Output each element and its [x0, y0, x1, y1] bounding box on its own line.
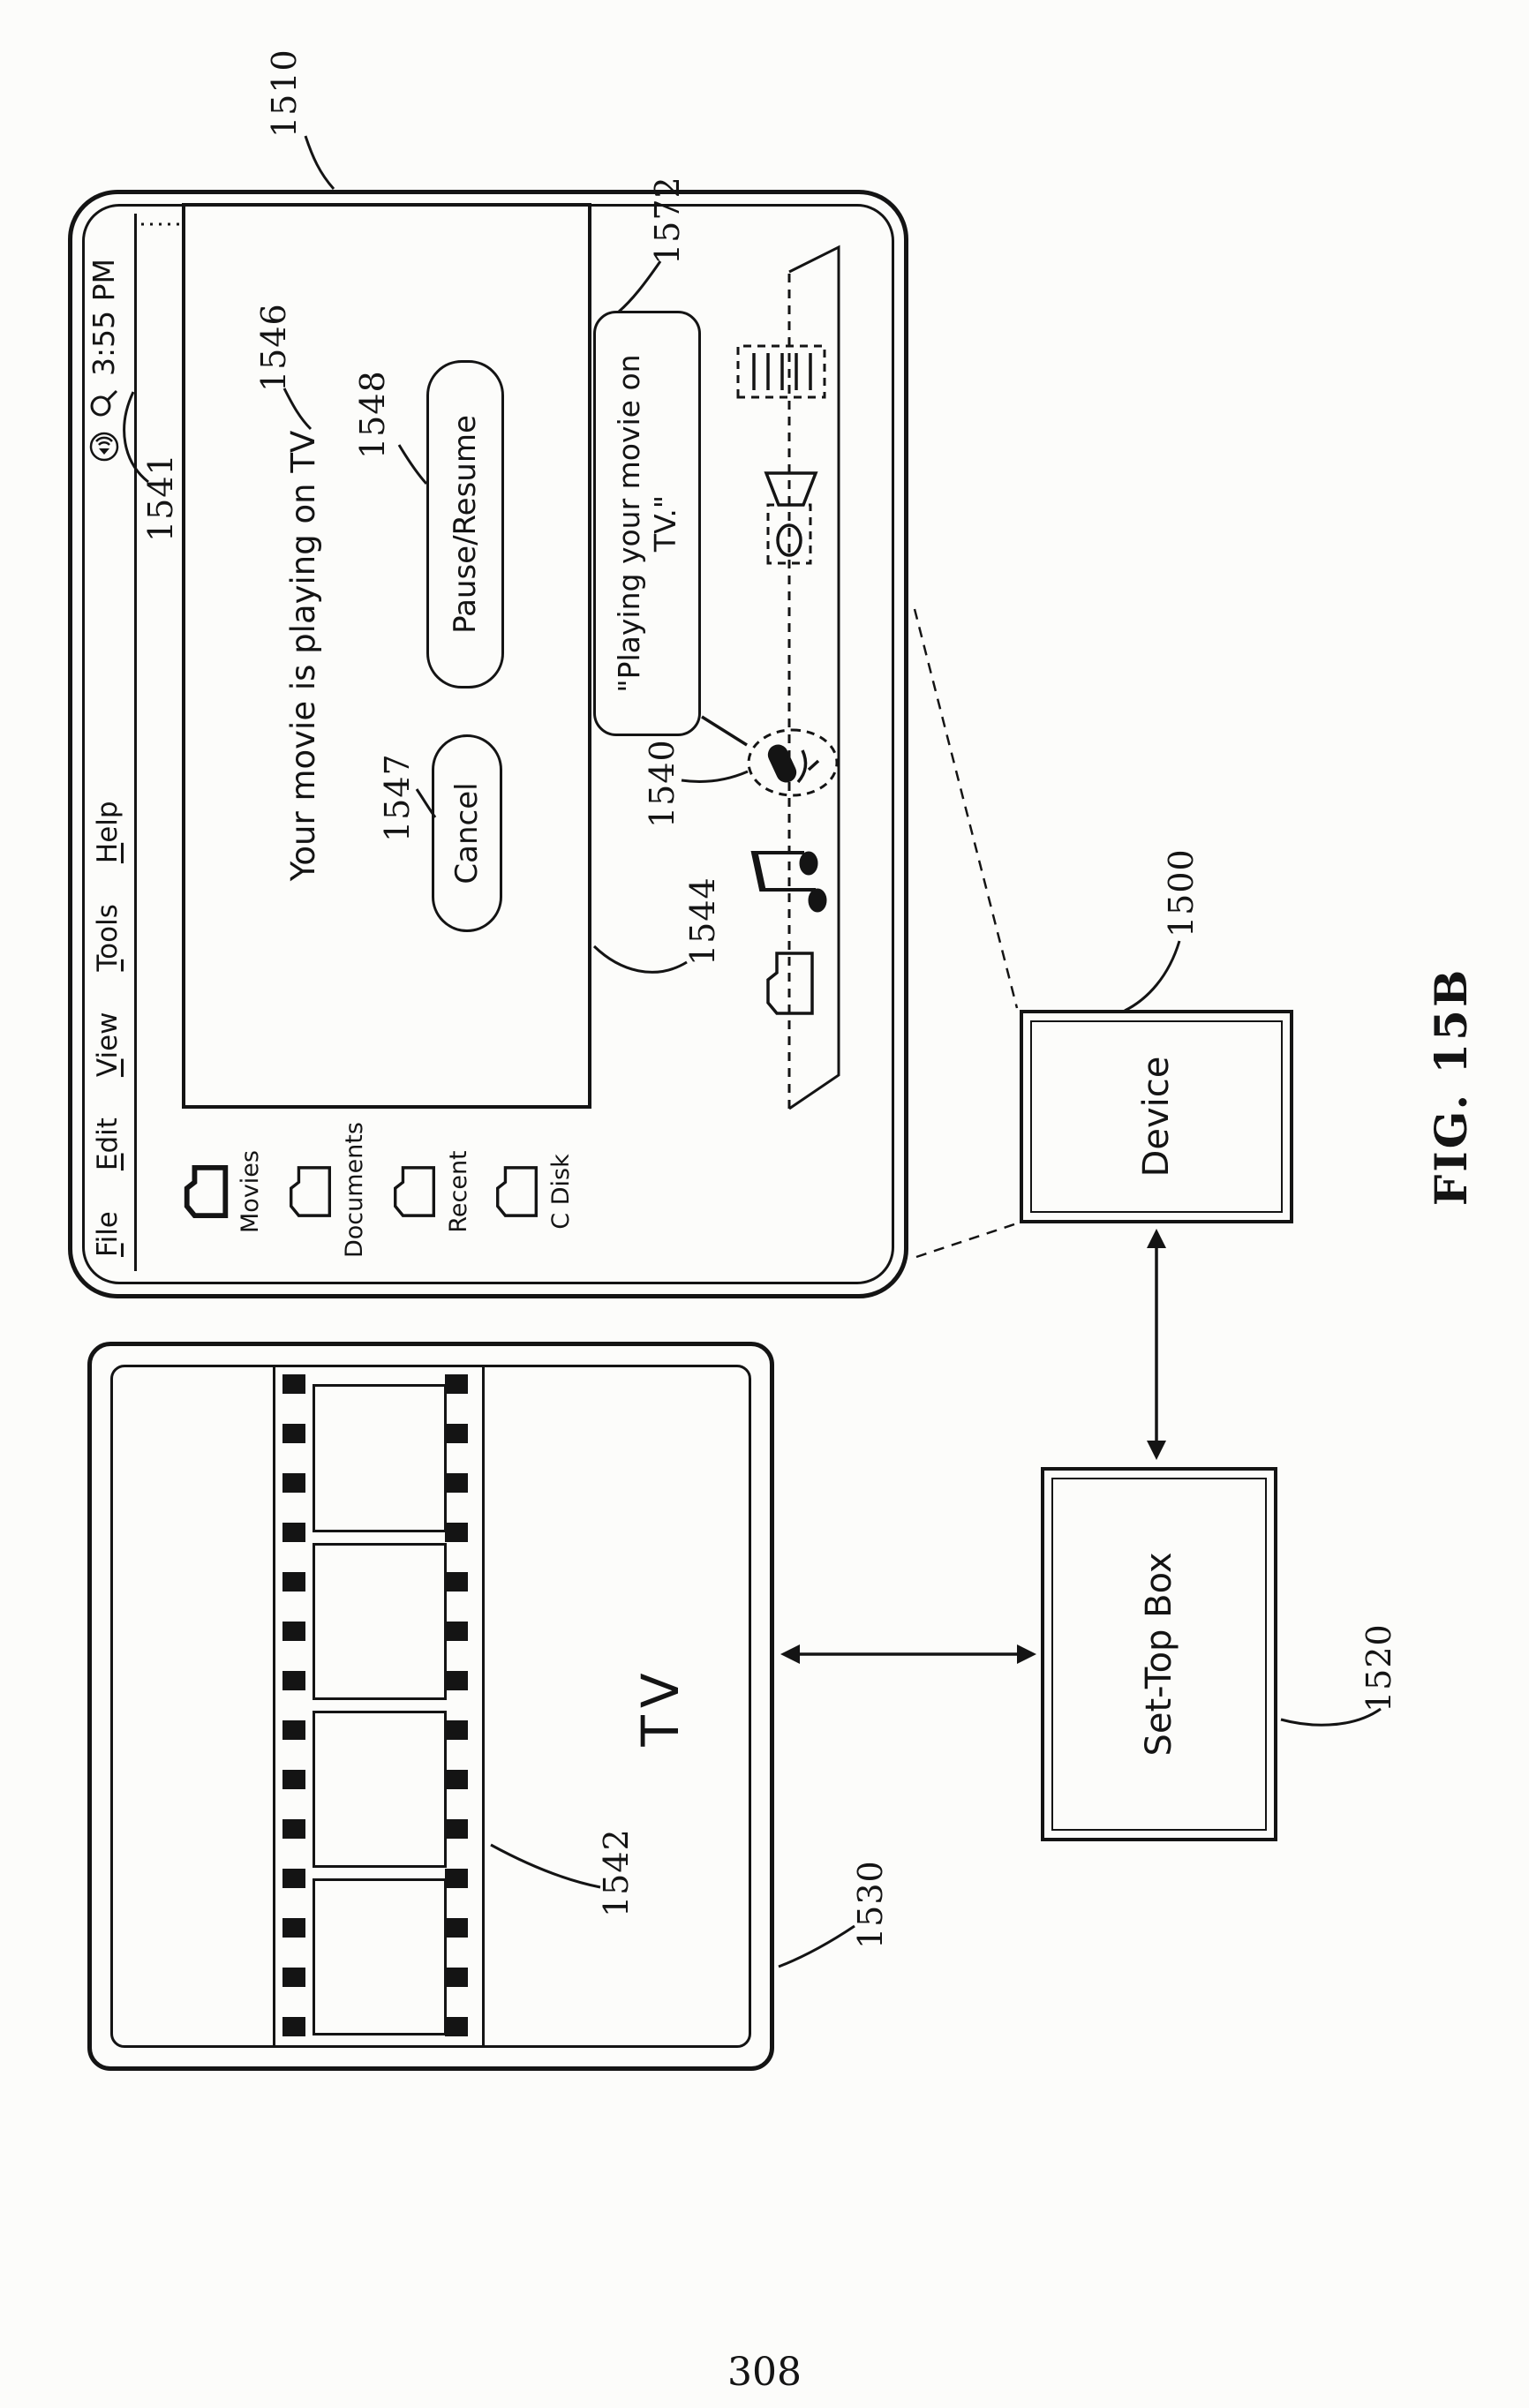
speech-bubble-tail	[701, 715, 748, 747]
menu-item-help: Help	[92, 801, 124, 864]
film-frame	[313, 1711, 447, 1868]
ref-1544-dialog: 1544	[683, 877, 722, 966]
music-notes-icon	[750, 851, 827, 913]
search-icon	[90, 389, 117, 417]
leader-1530	[778, 1924, 855, 1968]
projection-line-right	[913, 608, 1019, 1009]
arrow-stb-device	[1147, 1229, 1166, 1460]
ref-1500-device: 1500	[1162, 848, 1201, 937]
folder-icon	[184, 1164, 229, 1219]
menu-item-tools: Tools	[92, 904, 124, 972]
ref-1542-filmstrip: 1542	[597, 1828, 636, 1917]
page-number: 308	[727, 2350, 802, 2395]
sidebar-item-c-disk: C Disk	[494, 1125, 575, 1258]
speaker-icon	[89, 432, 118, 462]
menu-item-edit: Edit	[92, 1117, 124, 1171]
video-camera-icon	[764, 471, 818, 565]
speech-bubble: "Playing your movie on TV."	[593, 311, 701, 736]
figure-linework	[123, 135, 1382, 1968]
folder-icon	[290, 1166, 332, 1217]
set-top-box: Set-Top Box	[1041, 1467, 1277, 1841]
ref-1547-cancel-button: 1547	[378, 753, 417, 842]
leader-1544	[592, 944, 688, 974]
cancel-button: Cancel	[432, 734, 502, 932]
leader-1572	[618, 260, 662, 313]
menu-item-view: View	[92, 1012, 124, 1078]
folder-icon	[496, 1166, 539, 1217]
movie-playing-dialog	[182, 203, 591, 1109]
ref-1530-tv: 1530	[851, 1860, 890, 1949]
menu-bar-divider	[134, 214, 137, 1271]
dock-tray-solid-edge	[788, 245, 840, 1110]
ref-1548-pause-resume-button: 1548	[353, 370, 392, 459]
filmstrip-sprockets-bottom	[445, 1374, 468, 2036]
menu-item-file: File	[92, 1211, 124, 1257]
menu-bar: File Edit View Tools Help	[92, 801, 124, 1257]
sidebar-item-movies: Movies	[184, 1125, 264, 1258]
folder-icon	[766, 952, 814, 1015]
ref-1541-menu-bar: 1541	[141, 453, 180, 542]
ref-1546-dialog-message: 1546	[254, 303, 293, 392]
leader-1500	[1124, 940, 1181, 1012]
patent-figure: File Edit View Tools Help 3:55 PM Movies…	[2, 14, 1503, 2239]
sidebar-item-recent: Recent	[392, 1125, 472, 1258]
sidebar-item-label: C Disk	[547, 1154, 575, 1230]
sidebar-item-label: Recent	[445, 1150, 472, 1233]
leader-1542	[490, 1843, 601, 1889]
film-frame	[313, 1543, 447, 1700]
device-box: Device	[1020, 1010, 1293, 1223]
leader-1540	[681, 770, 749, 784]
ref-1520-set-top-box: 1520	[1360, 1623, 1398, 1712]
leader-1548	[397, 444, 428, 485]
ref-1572-speech-bubble: 1572	[648, 176, 687, 265]
figure-caption: FIG. 15B	[1425, 967, 1477, 1207]
leader-1547	[415, 788, 437, 818]
filmstrip-sprockets-top	[282, 1374, 305, 2036]
film-frame	[313, 1384, 447, 1532]
ref-1540-microphone: 1540	[643, 739, 682, 828]
arrow-tv-stb	[780, 1644, 1036, 1664]
leader-1546	[282, 388, 313, 431]
leader-1520	[1280, 1707, 1382, 1727]
leader-1510	[304, 135, 335, 190]
sidebar-item-label: Movies	[237, 1150, 264, 1233]
clock: 3:55 PM	[87, 259, 121, 376]
film-frame	[313, 1878, 447, 2036]
tv-screen-label: TV	[630, 1666, 690, 1747]
pause-resume-button: Pause/Resume	[426, 360, 504, 689]
device-label: Device	[1136, 1056, 1177, 1178]
projection-line-left	[915, 1222, 1018, 1259]
sidebar-item-documents: Documents	[288, 1122, 368, 1258]
folder-icon	[394, 1166, 436, 1217]
playlist-icon	[736, 344, 826, 399]
microphone-icon	[747, 728, 839, 797]
sidebar-item-label: Documents	[341, 1122, 368, 1258]
menu-bar-status-area: 3:55 PM	[87, 198, 121, 463]
leader-1541	[123, 391, 149, 484]
ref-1510-laptop: 1510	[265, 49, 304, 138]
set-top-box-label: Set-Top Box	[1139, 1552, 1179, 1757]
